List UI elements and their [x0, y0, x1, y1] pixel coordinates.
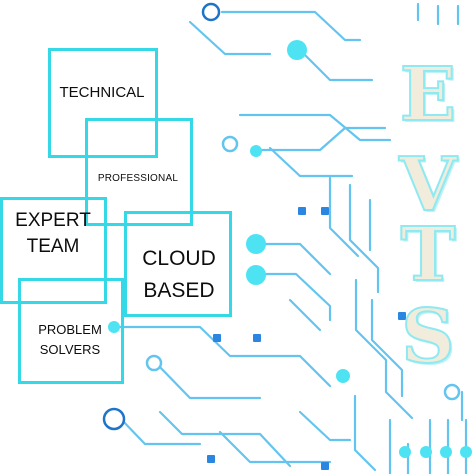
- circuit-node: [250, 145, 262, 157]
- circuit-ring: [221, 135, 239, 153]
- circuit-trace: [254, 272, 332, 322]
- circuit-trace: [288, 298, 322, 332]
- circuit-trace: [108, 325, 332, 388]
- logo-letter-e: E: [399, 52, 457, 138]
- problem-solvers-line-1: PROBLEM: [38, 322, 102, 337]
- cloud-based-line-1: CLOUD: [142, 247, 216, 270]
- circuit-trace: [296, 46, 374, 82]
- circuit-ring: [145, 354, 163, 372]
- problem-solvers-line-2: SOLVERS: [39, 341, 101, 357]
- circuit-node: [460, 446, 472, 458]
- problem-solvers-label: PROBLEM SOLVERS: [18, 320, 122, 359]
- circuit-node: [336, 369, 350, 383]
- technical-label: TECHNICAL: [59, 84, 145, 101]
- expert-team-box: [0, 197, 107, 304]
- circuit-trace: [153, 360, 262, 400]
- circuit-trace: [353, 394, 377, 472]
- circuit-trace: [254, 242, 332, 276]
- circuit-ring: [102, 407, 126, 431]
- circuit-trace: [370, 298, 404, 398]
- expert-team-line-2: TEAM: [26, 235, 80, 257]
- circuit-node: [420, 446, 432, 458]
- circuit-trace: [220, 10, 362, 42]
- circuit-pad: [321, 207, 329, 215]
- problem-solvers-box: [18, 278, 124, 384]
- circuit-trace: [253, 126, 387, 152]
- expert-team-line-1: EXPERT: [15, 210, 91, 231]
- circuit-pad: [207, 455, 215, 463]
- circuit-pad: [213, 334, 221, 342]
- cloud-based-line-2: BASED: [143, 278, 215, 302]
- logo-letter-v: V: [398, 142, 457, 228]
- circuit-trace: [328, 176, 360, 258]
- circuit-pad: [253, 334, 261, 342]
- circuit-ring: [201, 2, 221, 22]
- circuit-trace: [188, 20, 272, 56]
- circuit-node: [246, 234, 266, 254]
- circuit-node: [246, 265, 266, 285]
- circuit-trace: [218, 430, 332, 464]
- circuit-trace: [348, 183, 380, 294]
- logo-letter-t: T: [399, 212, 456, 298]
- circuit-node: [440, 446, 452, 458]
- circuit-trace: [268, 146, 354, 178]
- circuit-node: [287, 40, 307, 60]
- professional-label: PROFESSIONAL: [97, 173, 179, 184]
- circuit-trace: [354, 278, 414, 420]
- cloud-based-label: CLOUD BASED: [126, 243, 232, 306]
- cloud-based-box: [124, 211, 232, 317]
- professional-box: [85, 118, 193, 226]
- circuit-trace: [158, 410, 292, 468]
- circuit-trace: [298, 410, 352, 442]
- circuit-ring: [443, 383, 461, 401]
- circuit-pad: [398, 312, 406, 320]
- circuit-pad: [298, 207, 306, 215]
- expert-team-label: EXPERT TEAM: [2, 208, 104, 259]
- logo-letter-s: S: [400, 294, 455, 380]
- circuit-node: [108, 321, 120, 333]
- circuit-trace: [118, 416, 202, 446]
- circuit-pad: [321, 462, 329, 470]
- technical-box: [48, 48, 158, 158]
- circuit-node: [399, 446, 411, 458]
